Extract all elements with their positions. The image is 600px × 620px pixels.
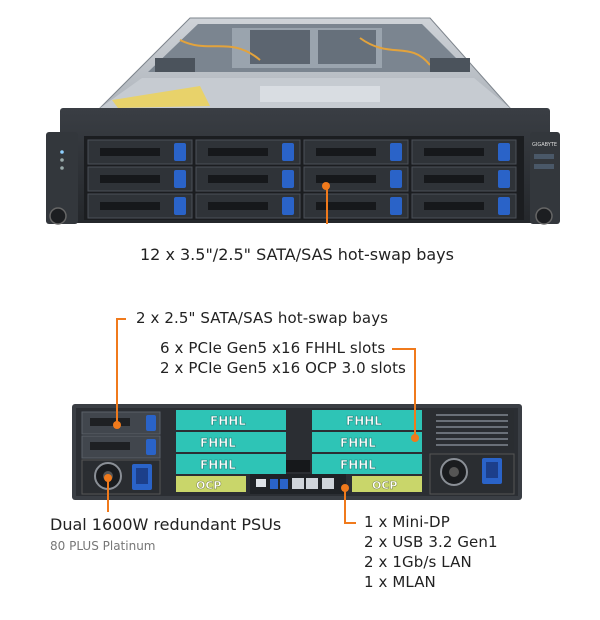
pcie-slots bbox=[176, 410, 422, 492]
svg-text:GIGABYTE: GIGABYTE bbox=[532, 142, 557, 148]
svg-text:FHHL: FHHL bbox=[346, 414, 382, 428]
pcie-leader-dot bbox=[411, 434, 419, 442]
front-bays-leader-dot bbox=[322, 182, 330, 190]
pcie-leader-h bbox=[392, 348, 416, 350]
io-item-mini-dp: 1 x Mini-DP bbox=[364, 513, 450, 531]
psu-callout-sub: 80 PLUS Platinum bbox=[50, 539, 156, 553]
svg-text:OCP: OCP bbox=[372, 479, 398, 492]
io-leader-dot bbox=[341, 484, 349, 492]
psu-leader-v bbox=[107, 478, 109, 512]
psu-callout: Dual 1600W redundant PSUs bbox=[50, 515, 282, 534]
svg-text:FHHL: FHHL bbox=[340, 458, 376, 472]
svg-text:FHHL: FHHL bbox=[200, 436, 236, 450]
front-bays bbox=[87, 139, 517, 219]
io-item-usb: 2 x USB 3.2 Gen1 bbox=[364, 533, 498, 551]
svg-text:OCP: OCP bbox=[196, 479, 222, 492]
pcie-ocp-callout: 2 x PCIe Gen5 x16 OCP 3.0 slots bbox=[160, 359, 406, 377]
front-bays-leader-line bbox=[326, 186, 328, 224]
io-leader-h bbox=[344, 522, 356, 524]
svg-text:FHHL: FHHL bbox=[340, 436, 376, 450]
svg-text:FHHL: FHHL bbox=[210, 414, 246, 428]
rear-bays-leader-h bbox=[116, 318, 126, 320]
io-item-mlan: 1 x MLAN bbox=[364, 573, 436, 591]
io-leader-v bbox=[344, 488, 346, 524]
svg-text:FHHL: FHHL bbox=[200, 458, 236, 472]
psu-leader-dot bbox=[104, 474, 112, 482]
rear-bays-callout: 2 x 2.5" SATA/SAS hot-swap bays bbox=[136, 309, 389, 327]
rear-server-image: FHHL FHHL FHHL FHHL FHHL FHHL OCP OCP bbox=[72, 404, 522, 500]
front-bays-callout: 12 x 3.5"/2.5" SATA/SAS hot-swap bays bbox=[140, 245, 454, 264]
front-server-image: GIGABYTE bbox=[46, 17, 560, 225]
rear-bays-leader-v bbox=[116, 318, 118, 424]
pcie-fhhl-callout: 6 x PCIe Gen5 x16 FHHL slots bbox=[160, 339, 386, 357]
pcie-leader-v bbox=[414, 348, 416, 438]
io-list: 1 x Mini-DP 2 x USB 3.2 Gen1 2 x 1Gb/s L… bbox=[364, 512, 498, 592]
rear-bays-leader-dot bbox=[113, 421, 121, 429]
io-item-lan: 2 x 1Gb/s LAN bbox=[364, 553, 472, 571]
